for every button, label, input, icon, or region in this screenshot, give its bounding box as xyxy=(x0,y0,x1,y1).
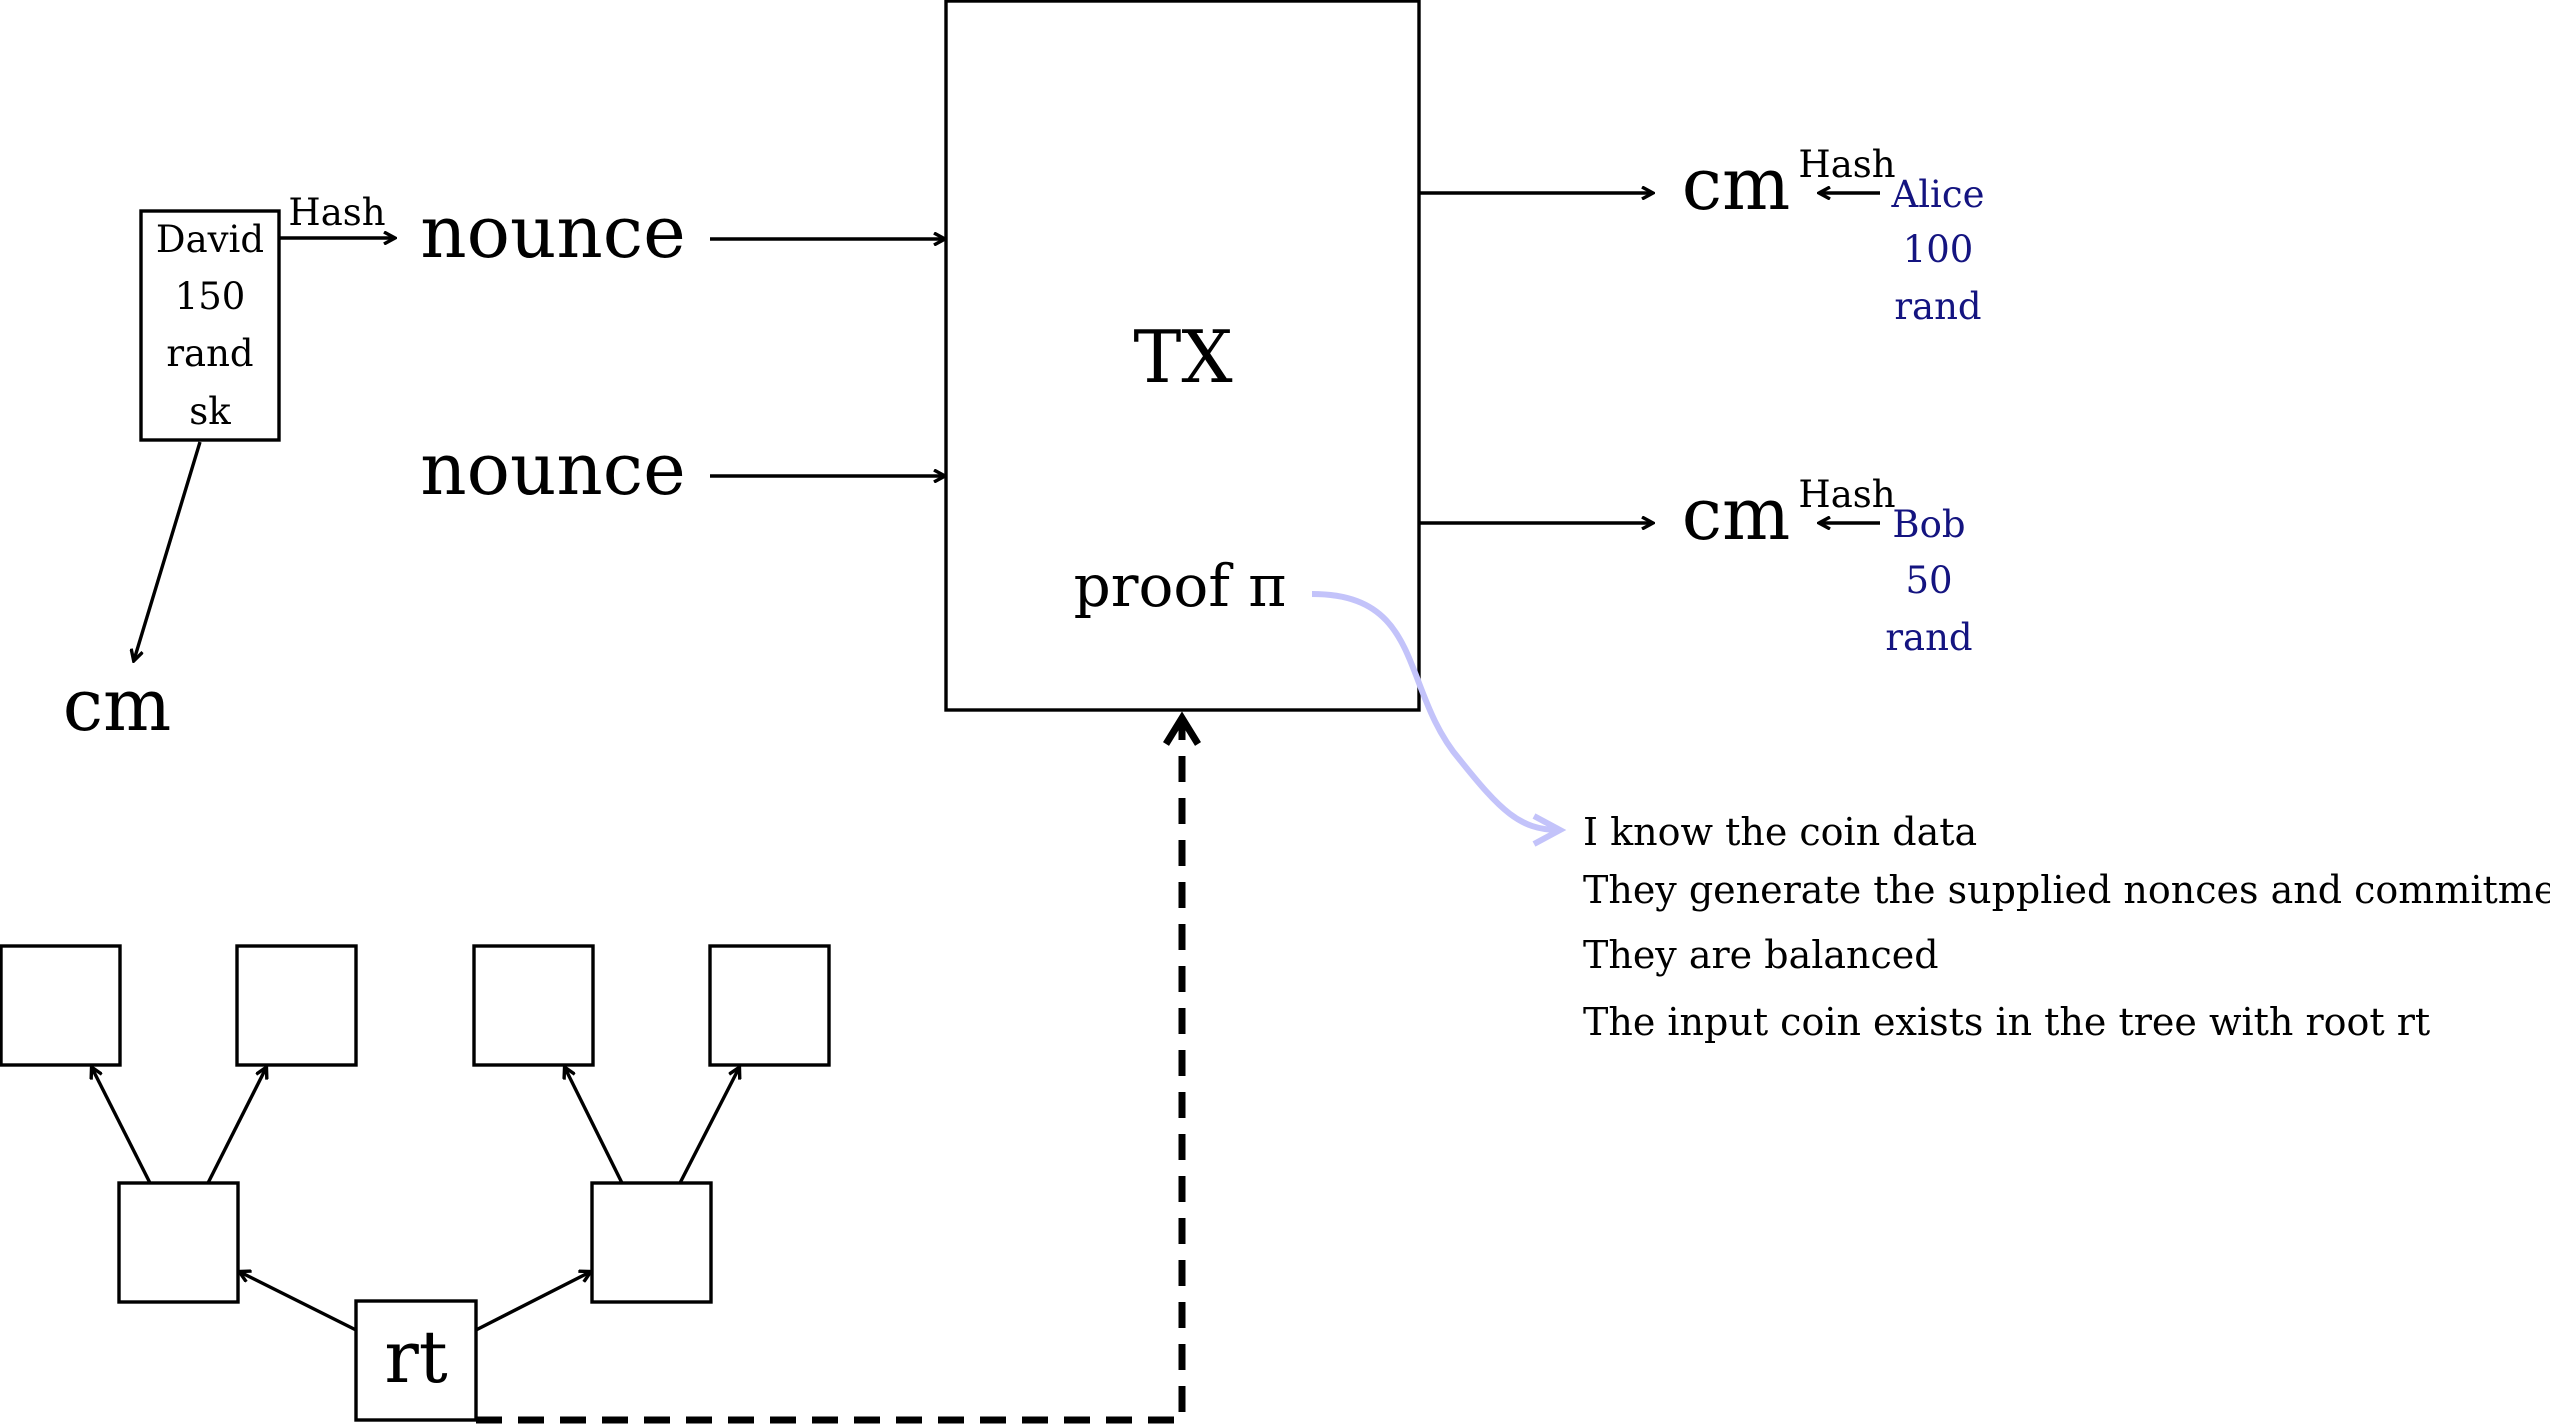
output-2-hash-label: Hash xyxy=(1798,473,1895,516)
input-coin-secret: sk xyxy=(189,390,231,433)
input-coin-box xyxy=(139,209,281,442)
merkle-tree: rt xyxy=(0,944,831,1422)
tx-rect xyxy=(944,0,1421,712)
input-coin-rand: rand xyxy=(166,332,253,375)
tree-edge-r-leaf4 xyxy=(678,1068,739,1184)
tree-root-label: rt xyxy=(384,1315,447,1399)
output-1-cm: cm xyxy=(1682,142,1791,226)
tree-edge-l-leaf2 xyxy=(206,1068,266,1184)
tree-node-right xyxy=(590,1181,713,1304)
tree-leaf-3 xyxy=(472,944,595,1067)
proof-statement-2: They generate the supplied nonces and co… xyxy=(1583,868,2550,912)
proof-link-arrow xyxy=(1311,591,1567,847)
output-2-value: 50 xyxy=(1905,559,1952,602)
proof-statement-3: They are balanced xyxy=(1583,933,1939,977)
nounce-label-2: nounce xyxy=(420,427,685,511)
proof-statement-4: The input coin exists in the tree with r… xyxy=(1583,1000,2430,1044)
output-1-value: 100 xyxy=(1903,228,1974,271)
output-alice: cm Hash Alice 100 rand xyxy=(1419,142,1985,328)
input-hash-label: Hash xyxy=(288,191,385,234)
input-coin: David 150 rand sk xyxy=(139,209,281,442)
output-1-hash-label: Hash xyxy=(1798,143,1895,186)
tree-leaf-1 xyxy=(0,944,122,1067)
tree-edge-root-right xyxy=(475,1272,590,1332)
root-to-tx-dashed-arrow xyxy=(476,711,1201,1424)
output-bob: cm Hash Bob 50 rand xyxy=(1419,472,1973,659)
tree-root-box xyxy=(354,1299,478,1422)
proof-statement-1: I know the coin data xyxy=(1583,810,1977,854)
input-cm-label: cm xyxy=(63,663,172,747)
tx-box: TX proof π xyxy=(944,0,1421,712)
tree-edge-l-leaf1 xyxy=(92,1068,152,1184)
output-2-rand: rand xyxy=(1885,616,1972,659)
tree-edge-r-leaf3 xyxy=(565,1068,624,1184)
tx-title: TX xyxy=(1133,315,1232,399)
input-coin-owner: David xyxy=(156,218,264,261)
output-2-owner: Bob xyxy=(1892,503,1965,546)
output-1-owner: Alice xyxy=(1890,173,1984,216)
input-coin-value: 150 xyxy=(175,275,246,318)
tree-leaf-4 xyxy=(708,944,831,1067)
nounce-label-1: nounce xyxy=(420,190,685,274)
input-cm-arrow xyxy=(134,441,202,660)
output-1-rand: rand xyxy=(1894,285,1981,328)
output-2-cm: cm xyxy=(1682,472,1791,556)
tree-leaf-2 xyxy=(235,944,358,1067)
proof-label: proof π xyxy=(1074,552,1287,620)
proof-statements: I know the coin data They generate the s… xyxy=(1583,810,2550,1044)
tree-edge-root-left xyxy=(240,1272,357,1332)
tree-node-left xyxy=(117,1181,240,1304)
